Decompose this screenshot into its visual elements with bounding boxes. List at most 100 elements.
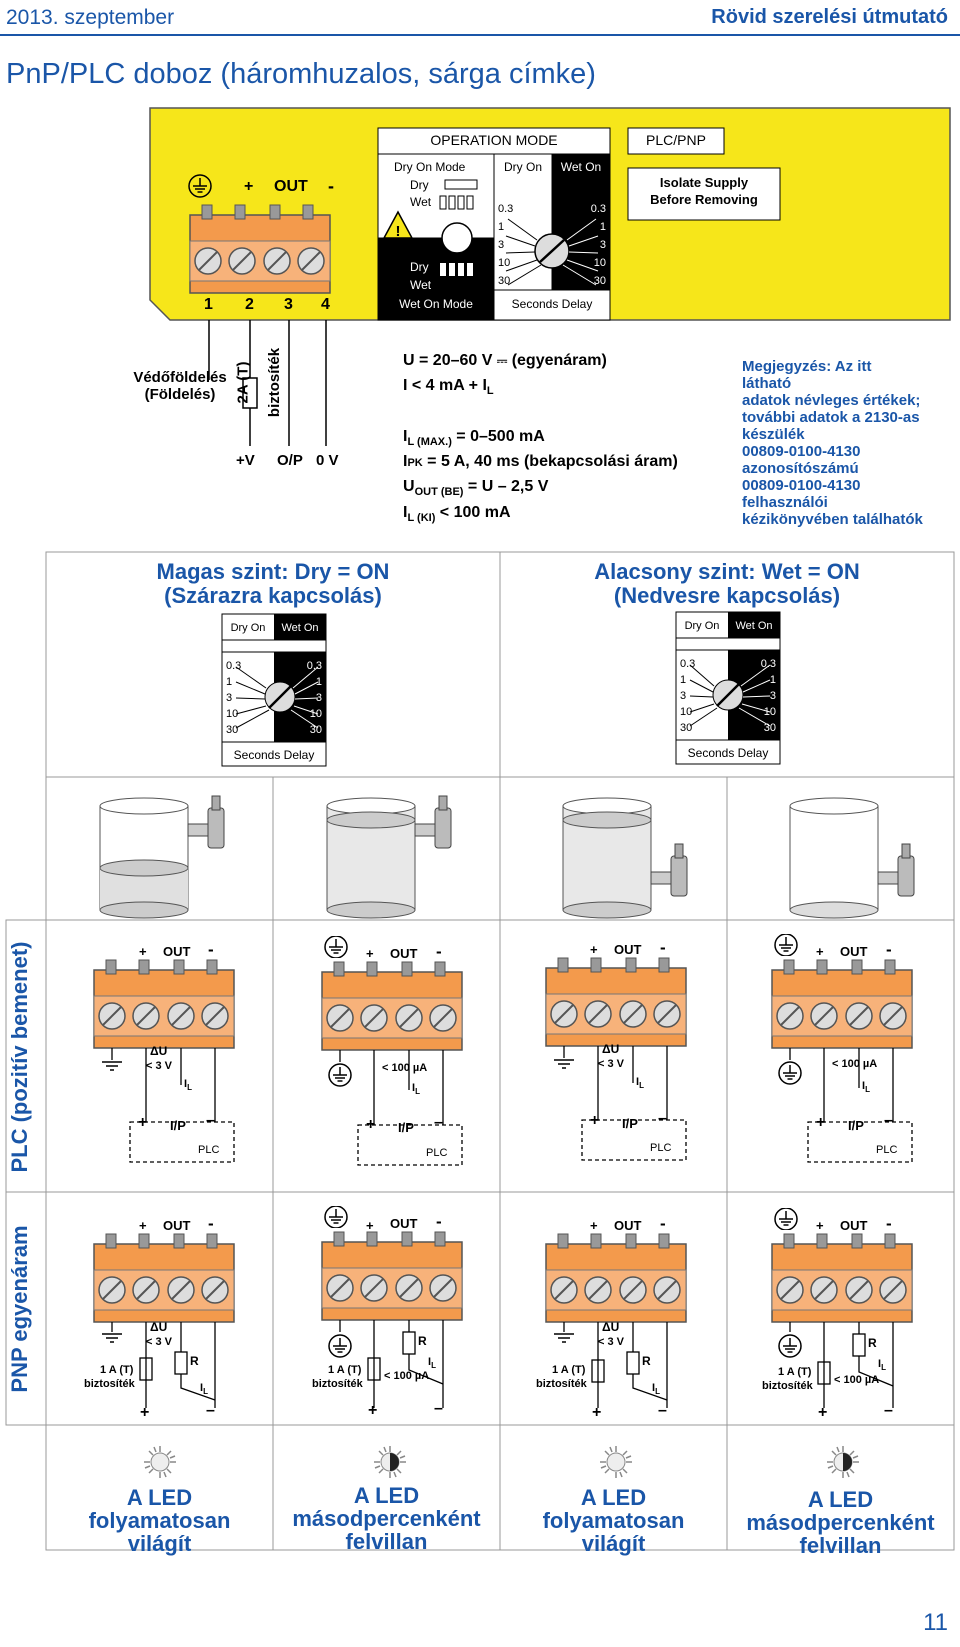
led-flash-icon <box>826 1445 860 1479</box>
plc1-out: OUT <box>163 944 191 959</box>
pnp-diagram-3 <box>545 1233 687 1408</box>
op-label: O/P <box>277 452 303 469</box>
wet-label: Wet <box>410 195 432 209</box>
plc3-minus: - <box>660 938 666 957</box>
pnp2-minus-bottom: – <box>434 1400 443 1417</box>
plc3-lt3v: < 3 V <box>598 1058 624 1070</box>
earth-icon <box>774 1207 798 1231</box>
plc3-il: IL <box>636 1076 644 1091</box>
plc4-lt100: < 100 µA <box>832 1058 878 1070</box>
pnp3-lt3v: < 3 V <box>598 1336 624 1348</box>
plc4-il: IL <box>862 1080 870 1095</box>
pnp3-fuse: 1 A (T) <box>552 1364 586 1376</box>
plc-diagram-4 <box>771 959 913 1163</box>
fuse-label: 2A (T) biztosíték <box>234 347 284 418</box>
side-label-boxes <box>5 919 47 1426</box>
delay-panel-high <box>221 613 327 767</box>
plc1-plc: PLC <box>198 1144 220 1156</box>
plc2-il: IL <box>412 1082 420 1097</box>
plc3-ip-plus: + <box>590 1112 600 1129</box>
led-flash-icon <box>373 1445 407 1479</box>
pnp2-il: IL <box>428 1356 436 1371</box>
wet-on-mode-label: Wet On Mode <box>399 297 473 311</box>
pnp1-out: OUT <box>163 1218 191 1233</box>
pnp3-minus: - <box>660 1214 666 1233</box>
terminal-block <box>189 204 331 294</box>
dry-on-label-high: Dry On <box>230 622 266 634</box>
wet-label-2: Wet <box>410 278 432 292</box>
header-doc-title: Rövid szerelési útmutató <box>711 6 948 28</box>
warning-icon: ! <box>382 210 414 240</box>
modes-table <box>6 551 955 1551</box>
pnp1-plus: + <box>139 1218 147 1233</box>
plus-v-label: +V <box>236 452 255 469</box>
plc2-plc: PLC <box>426 1147 448 1159</box>
terminal-number-2: 2 <box>245 296 254 313</box>
plc3-ip-minus: – <box>658 1110 667 1127</box>
plc1-ip: I/P <box>170 1118 186 1133</box>
plc3-du: ΔU <box>602 1042 620 1056</box>
pnp1-lt3v: < 3 V <box>146 1336 172 1348</box>
tank-3 <box>562 797 688 919</box>
spec-il-off: IL (KI) < 100 mA <box>403 504 511 525</box>
plc1-il: IL <box>184 1078 192 1093</box>
spec-ipk: IPK = 5 A, 40 ms (bekapcsolási áram) <box>403 453 678 470</box>
pnp1-il: IL <box>200 1382 208 1397</box>
tank-4 <box>789 797 915 919</box>
pnp4-biztositek: biztosíték <box>762 1380 813 1392</box>
pnp2-fuse: 1 A (T) <box>328 1364 362 1376</box>
plc-diagram-3 <box>545 957 687 1161</box>
section-high-title: Magas szint: Dry = ON(Szárazra kapcsolás… <box>156 559 390 608</box>
pnp1-minus: - <box>208 1214 214 1233</box>
plc2-out: OUT <box>390 946 418 961</box>
plc1-ip-minus: – <box>206 1112 215 1129</box>
plc-diagram-1 <box>93 959 235 1163</box>
plc2-ip-minus: – <box>434 1114 443 1131</box>
pnp4-lt100: < 100 µA <box>834 1374 880 1386</box>
plc4-minus: - <box>886 940 892 959</box>
seconds-delay-low: Seconds Delay <box>687 746 769 760</box>
led-steady-icon <box>143 1445 177 1479</box>
tank-1 <box>99 795 225 919</box>
page-number: 11 <box>923 1609 948 1636</box>
plc2-minus: - <box>436 942 442 961</box>
pnp3-plus: + <box>590 1218 598 1233</box>
pnp4-fuse: 1 A (T) <box>778 1366 812 1378</box>
plc2-ip: I/P <box>398 1120 414 1135</box>
pnp3-il: IL <box>652 1382 660 1397</box>
pnp4-il: IL <box>878 1358 886 1373</box>
pnp2-plus-bottom: + <box>368 1402 378 1419</box>
pnp1-biztositek: biztosíték <box>84 1378 135 1390</box>
earth-icon <box>324 1205 348 1229</box>
plc1-du: ΔU <box>150 1044 168 1058</box>
svg-text:!: ! <box>396 223 401 240</box>
tank-2 <box>326 795 452 919</box>
spec-voltage: U = 20–60 V ⎓ (egyenáram) <box>403 352 607 369</box>
dry-on-label: Dry On <box>503 160 542 174</box>
wet-on-label-high: Wet On <box>281 622 319 634</box>
pnp2-lt100: < 100 µA <box>384 1370 430 1382</box>
plc4-plus: + <box>816 944 824 959</box>
isolate-line-2: Before Removing <box>650 192 758 207</box>
plc3-out: OUT <box>614 942 642 957</box>
plc4-plc: PLC <box>876 1144 898 1156</box>
zero-v-label: 0 V <box>316 452 339 469</box>
pnp-diagram-2 <box>321 1231 463 1408</box>
side-label-pnp: PNP egyenáram <box>7 1225 32 1393</box>
dry-label: Dry <box>410 178 429 192</box>
protective-earth-label: Védőföldelés(Földelés) <box>133 369 227 403</box>
isolate-line-1: Isolate Supply <box>659 175 749 190</box>
plc1-ip-plus: + <box>138 1114 148 1131</box>
pnp4-plus: + <box>816 1218 824 1233</box>
plc2-lt100: < 100 µA <box>382 1062 428 1074</box>
section-low-title: Alacsony szint: Wet = ON(Nedvesre kapcso… <box>594 559 860 608</box>
plc1-lt3v: < 3 V <box>146 1060 172 1072</box>
plc4-ip-plus: + <box>816 1114 826 1131</box>
